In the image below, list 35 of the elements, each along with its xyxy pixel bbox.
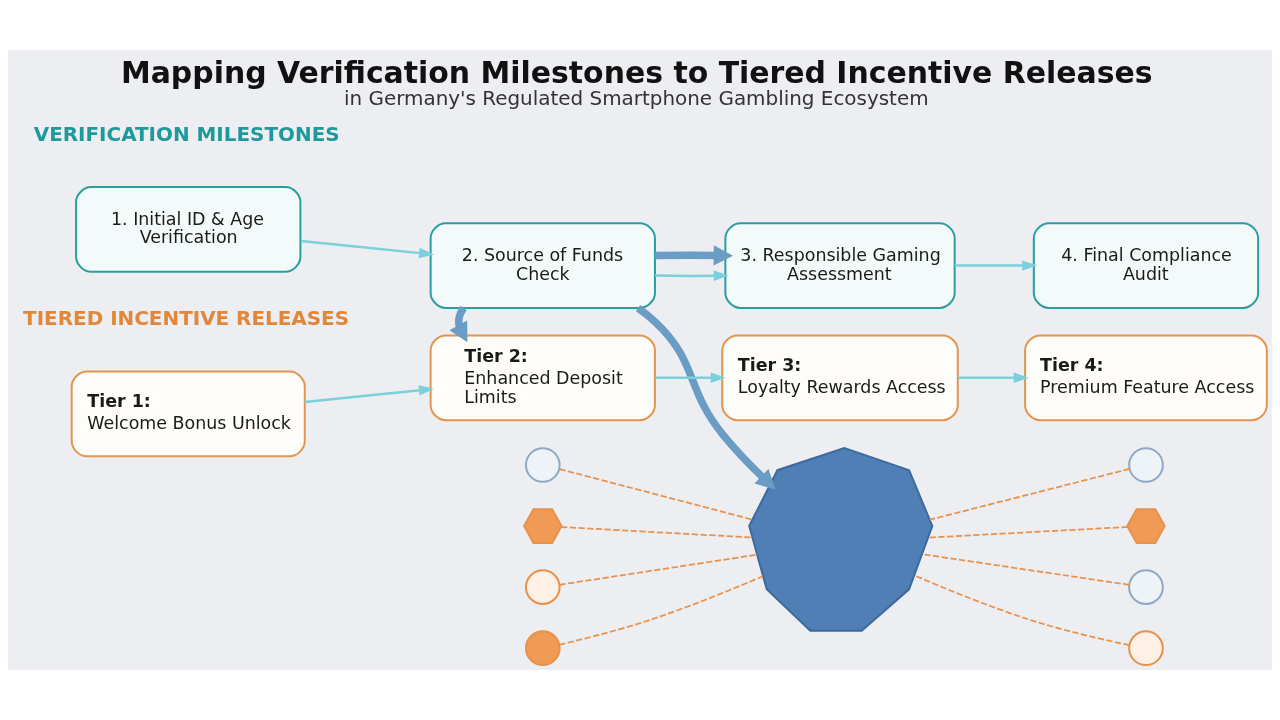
arrow — [655, 372, 726, 383]
node-circle — [524, 630, 561, 666]
connector — [558, 575, 764, 646]
node-circle — [524, 569, 561, 605]
node-box: 1. Initial ID & Age Verification — [75, 186, 302, 273]
arrow — [655, 270, 729, 281]
connector — [558, 468, 754, 521]
node-box: Tier 1: Welcome Bonus Unlock — [70, 370, 306, 458]
node-circle — [1128, 569, 1164, 605]
node-box: Tier 4: Premium Feature Access — [1024, 334, 1268, 422]
label: VERIFICATION MILESTONES — [33, 122, 340, 146]
node-box: 3. Responsible Gaming Assessment — [724, 222, 956, 309]
arrow — [449, 305, 468, 343]
connector — [921, 553, 1131, 586]
arrow — [304, 385, 434, 404]
node-circle — [524, 447, 561, 483]
connector — [927, 526, 1129, 539]
node-hexagon — [522, 508, 563, 544]
node-box: 4. Final Compliance Audit — [1032, 222, 1260, 309]
arrow — [635, 305, 776, 490]
label: TIERED INCENTIVE RELEASES — [23, 307, 350, 331]
node-box: Tier 2: Enhanced Deposit Limits — [429, 334, 656, 422]
node-box: Tier 3: Loyalty Rewards Access — [721, 334, 959, 422]
node-box: 2. Source of Funds Check — [429, 222, 656, 309]
node-circle — [1128, 447, 1164, 483]
arrow — [655, 245, 733, 266]
node-picture — [748, 447, 934, 632]
arrow — [954, 260, 1038, 271]
arrow — [958, 372, 1029, 383]
connector — [558, 553, 758, 586]
node-hexagon — [1126, 508, 1166, 544]
connector — [913, 574, 1131, 646]
arrow — [300, 239, 434, 259]
node-circle — [1128, 630, 1164, 666]
connector — [929, 468, 1131, 521]
